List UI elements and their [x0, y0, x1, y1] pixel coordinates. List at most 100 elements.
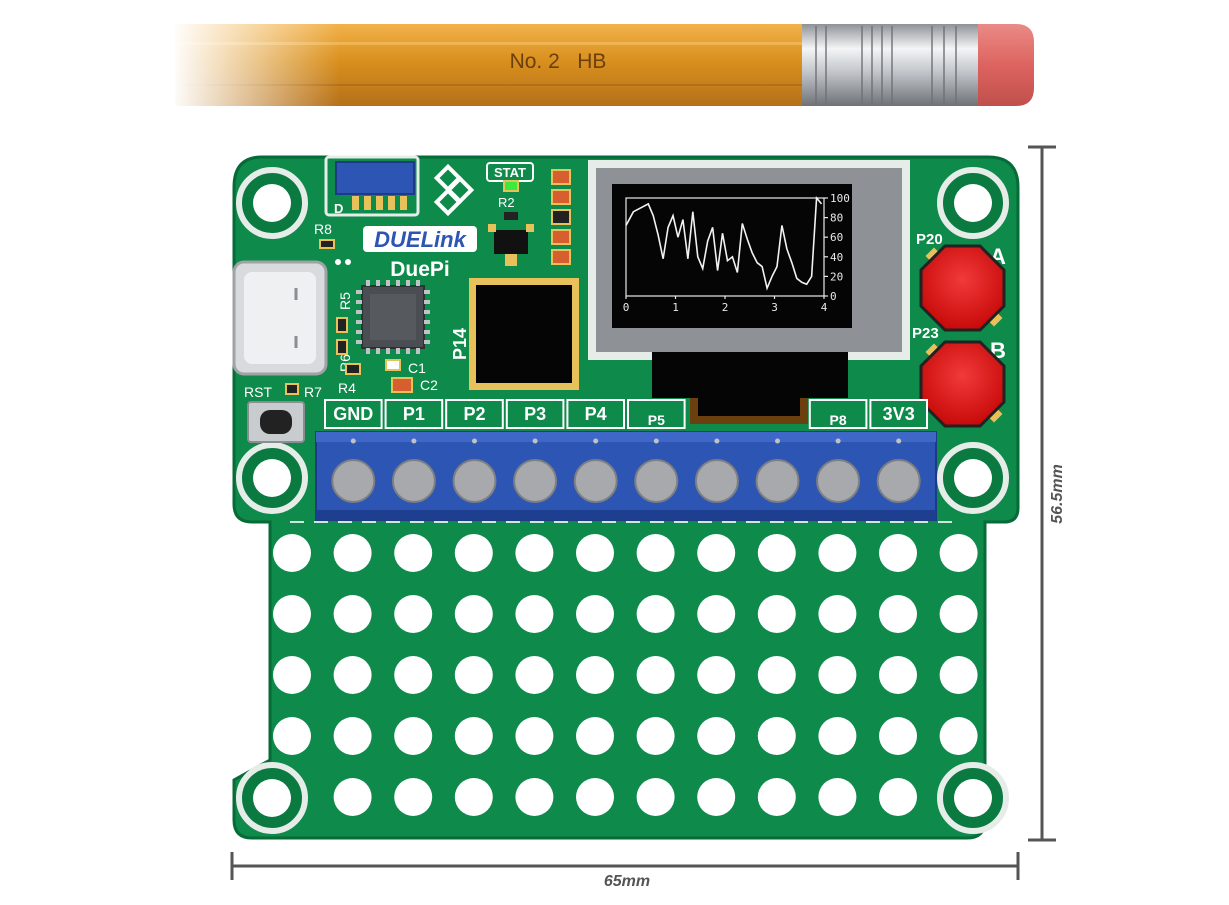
proto-hole [757, 595, 796, 633]
oled-chart-ytick-label: 40 [830, 251, 843, 264]
terminal-label-box [566, 399, 626, 429]
pencil-facet [175, 84, 807, 86]
proto-hole [333, 595, 372, 633]
terminal-label-box [808, 399, 868, 429]
terminal-wire-slot [775, 438, 780, 444]
oled-chart-xtick-label: 4 [821, 301, 828, 314]
terminal-screw[interactable] [755, 459, 800, 503]
proto-hole [757, 656, 796, 694]
proto-hole [333, 656, 372, 694]
transistor-pad [488, 224, 496, 232]
proto-hole [636, 778, 675, 816]
oled-chart-xtick-label: 1 [672, 301, 679, 314]
label-c2: C2 [420, 377, 438, 393]
proto-hole [879, 717, 917, 755]
proto-hole [515, 595, 554, 633]
jst-connector [335, 161, 415, 195]
proto-hole [939, 595, 978, 633]
proto-hole [273, 534, 311, 572]
oled-chart-ytick-label: 60 [830, 231, 843, 244]
oled-chart-ytick-label: 0 [830, 290, 837, 303]
usb-c-inner [244, 272, 316, 364]
terminal-screw[interactable] [452, 459, 497, 503]
proto-hole [697, 778, 736, 816]
proto-hole [697, 595, 736, 633]
terminal-screw[interactable] [513, 459, 558, 503]
resistor-r2 [504, 212, 518, 220]
proto-hole [454, 534, 493, 572]
ferrule-ridges [815, 26, 957, 104]
proto-hole [576, 595, 614, 633]
resistor-r7 [285, 383, 299, 395]
proto-hole [636, 656, 675, 694]
connector-pins [352, 196, 407, 210]
terminal-label-box [869, 399, 929, 429]
terminal-screw[interactable] [816, 459, 861, 503]
proto-hole [697, 534, 736, 572]
oled-chart-xtick-label: 0 [623, 301, 630, 314]
dimension-width [230, 852, 1020, 880]
reset-button-cap[interactable] [260, 410, 292, 434]
terminal-label-box [627, 399, 686, 429]
terminal-pin-label: P3 [524, 404, 546, 424]
terminal-pin-label: P2 [463, 404, 485, 424]
proto-hole [879, 778, 917, 816]
terminal-wire-slot [896, 438, 902, 444]
terminal-wire-slot [714, 438, 720, 444]
connector-label: D [334, 201, 343, 216]
proto-hole [576, 717, 614, 755]
proto-hole [757, 717, 796, 755]
terminal-pin-label: P8 [830, 412, 847, 428]
terminal-pin-label: P4 [585, 404, 607, 424]
mcu-die [370, 294, 416, 340]
terminal-screw[interactable] [391, 459, 436, 503]
flash-chip [476, 285, 572, 383]
label-r2: R2 [498, 195, 515, 210]
capacitor-c1 [385, 359, 401, 371]
button-b-group: P23 B [912, 325, 1006, 428]
label-r8: R8 [314, 221, 332, 237]
terminal-screw[interactable] [331, 459, 376, 503]
transistor-pad [526, 224, 534, 232]
proto-hole [576, 534, 614, 572]
proto-hole [879, 595, 917, 633]
smd-column [551, 169, 571, 265]
oled-chart-xtick-label: 3 [771, 301, 778, 314]
button-a[interactable] [919, 244, 1006, 332]
terminal-wire-slot [593, 438, 599, 444]
terminal-wire-slot [653, 438, 659, 444]
brand-mark-icon [433, 163, 475, 217]
terminal-screw[interactable] [694, 459, 739, 503]
chip-label: P14 [450, 328, 470, 360]
terminal-screw[interactable] [876, 459, 921, 503]
pencil-fade [170, 20, 340, 110]
button-a-group: P20 A [916, 231, 1006, 332]
button-b-pin: P23 [912, 325, 939, 342]
proto-hole [757, 534, 796, 572]
proto-hole [273, 717, 311, 755]
duepi-board: D STAT R2 DUELink DuePi [232, 155, 1020, 840]
proto-hole [394, 595, 433, 633]
terminal-screw[interactable] [634, 459, 679, 503]
terminal-screw[interactable] [573, 459, 618, 503]
brand-logo: DUELink [363, 226, 477, 252]
proto-hole [697, 717, 736, 755]
terminal-wire-slot [350, 438, 356, 444]
terminal-pin-label: P5 [648, 412, 665, 428]
proto-holes [273, 534, 978, 816]
proto-hole [818, 778, 857, 816]
oled-chart-ytick-label: 20 [830, 270, 843, 283]
oled-screen [612, 184, 852, 328]
proto-hole [394, 717, 433, 755]
terminal-label-box [445, 399, 504, 429]
oled-flex [652, 352, 848, 398]
terminal-screws [331, 438, 921, 503]
terminal-label-box [505, 399, 565, 429]
terminal-pin-label: GND [333, 404, 373, 424]
label-c1: C1 [408, 360, 426, 376]
button-b[interactable] [919, 340, 1006, 428]
proto-hole [636, 534, 675, 572]
dimension-width-label: 65mm [604, 873, 650, 890]
